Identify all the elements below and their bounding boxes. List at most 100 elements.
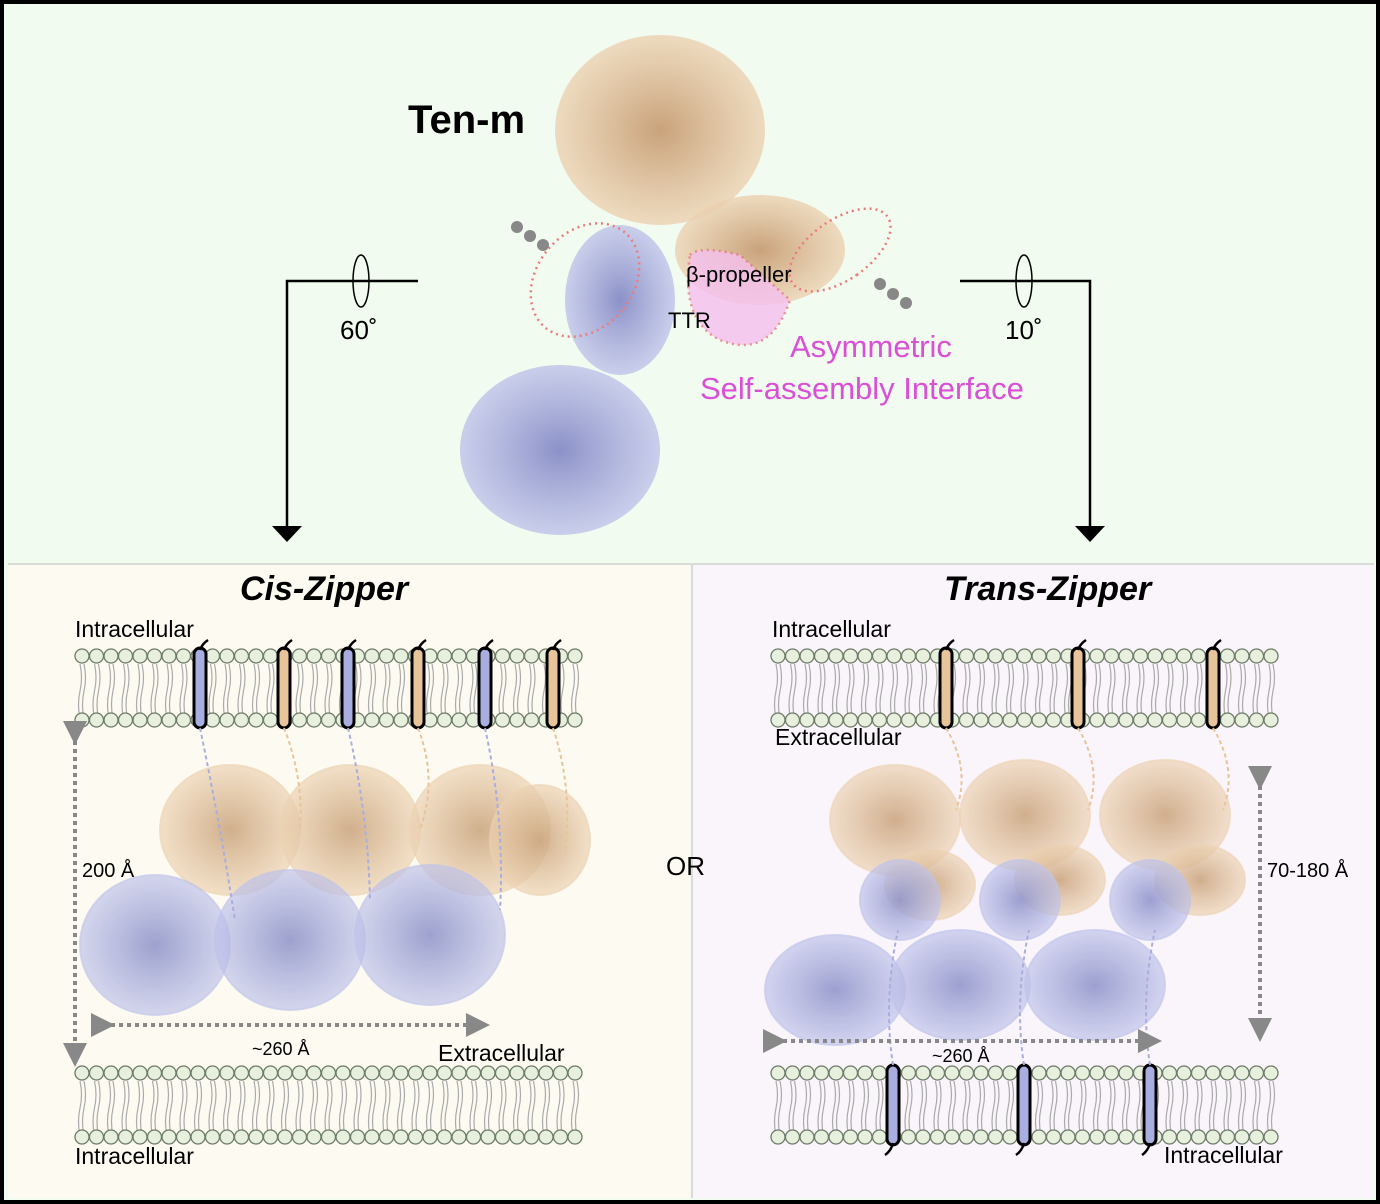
lipid-head xyxy=(161,1065,177,1081)
lipid-head xyxy=(1016,712,1033,728)
lipid-head xyxy=(987,1129,1004,1145)
lipid-head xyxy=(567,1129,583,1145)
lipid-tail xyxy=(1252,663,1261,719)
lipid-tail xyxy=(817,663,826,719)
lipid-tail xyxy=(875,663,884,719)
lipid-head xyxy=(88,1129,105,1145)
lipid-head xyxy=(74,1065,90,1081)
transmembrane-helix xyxy=(1205,646,1221,730)
lipid-head xyxy=(929,1065,946,1081)
lipid-tail xyxy=(1049,1080,1058,1136)
lipid-head xyxy=(900,648,917,664)
lipid-head xyxy=(175,712,192,728)
cytoplasmic-tail xyxy=(416,638,427,651)
lipid-head xyxy=(799,1129,815,1145)
trans-height-label: 70-180 Å xyxy=(1267,859,1349,882)
lipid-tail xyxy=(991,1080,1000,1136)
lipid-tail xyxy=(1266,663,1276,719)
lipid-head xyxy=(1132,712,1149,728)
lipid-head xyxy=(306,712,322,728)
lipid-head xyxy=(407,1129,424,1145)
lipid-tail xyxy=(1237,663,1247,719)
lipid-tail xyxy=(425,663,435,719)
lipid-head xyxy=(320,1065,337,1081)
lipid-head xyxy=(451,1065,467,1081)
lipid-head xyxy=(1161,712,1178,728)
lipid-tail xyxy=(121,663,130,719)
lipid-head xyxy=(1161,648,1178,664)
lipid-tail xyxy=(498,1080,507,1136)
lipid-head xyxy=(1118,648,1134,664)
lipid-head xyxy=(88,648,105,664)
lipid-head xyxy=(857,648,873,664)
lipid-tail xyxy=(1237,1080,1247,1136)
blue-protomer xyxy=(354,864,506,1006)
lipid-tail xyxy=(266,663,275,719)
lipid-head xyxy=(335,1129,351,1145)
lipid-tail xyxy=(1194,663,1203,719)
cytoplasmic-tail xyxy=(346,638,357,651)
lipid-tail xyxy=(933,1080,942,1136)
lipid-head xyxy=(915,1065,931,1081)
lipid-head xyxy=(364,648,380,664)
lipid-head xyxy=(393,648,409,664)
lipid-tail xyxy=(1136,663,1145,719)
lipid-head xyxy=(422,1129,438,1145)
lipid-tail xyxy=(367,1080,377,1136)
lipid-tail xyxy=(976,663,986,719)
lipid-head xyxy=(958,1065,975,1081)
transmembrane-helix xyxy=(340,646,356,730)
lipid-head xyxy=(1118,712,1134,728)
lipid-tail xyxy=(469,663,478,719)
lipid-head xyxy=(509,648,525,664)
lipid-head xyxy=(538,1129,554,1145)
lipid-head xyxy=(1016,648,1033,664)
lipid-tail xyxy=(353,1080,362,1136)
beta-propeller-label: β-propeller xyxy=(686,262,792,287)
lipid-tail xyxy=(846,1080,855,1136)
lipid-head xyxy=(567,1065,583,1081)
cytoplasmic-tail xyxy=(282,638,293,651)
lipid-head xyxy=(233,648,250,664)
lipid-tail xyxy=(1092,663,1102,719)
transmembrane-helix xyxy=(477,646,493,730)
lipid-head xyxy=(161,712,177,728)
lipid-tail xyxy=(527,663,536,719)
linker xyxy=(945,727,963,811)
lipid-head xyxy=(1089,1065,1105,1081)
lipid-head xyxy=(1031,648,1047,664)
lipid-head xyxy=(74,712,90,728)
cis-height-label: 200 Å xyxy=(82,859,135,882)
lipid-head xyxy=(1190,648,1207,664)
lipid-head xyxy=(944,1129,960,1145)
lipid-head xyxy=(175,1065,192,1081)
lipid-tail xyxy=(904,663,913,719)
lipid-tail xyxy=(179,663,188,719)
linker xyxy=(417,727,430,831)
lipid-head xyxy=(291,712,308,728)
lipid-tail xyxy=(193,1080,203,1136)
orange-protomer-barrel xyxy=(555,35,765,225)
linker xyxy=(347,727,371,901)
lipid-tail xyxy=(802,663,812,719)
lipid-head xyxy=(494,1065,511,1081)
lipid-head xyxy=(190,1065,206,1081)
lipid-tail xyxy=(773,1080,783,1136)
lipid-head xyxy=(480,1129,496,1145)
rotation-arrow-left xyxy=(272,254,418,542)
cytoplasmic-tail xyxy=(198,638,209,651)
lipid-head xyxy=(900,1129,917,1145)
transmembrane-helix xyxy=(410,646,426,730)
lipid-head xyxy=(1248,1065,1265,1081)
lipid-tail xyxy=(483,1080,493,1136)
lipid-tail xyxy=(454,1080,464,1136)
lipid-head xyxy=(1190,712,1207,728)
lipid-head xyxy=(436,1065,453,1081)
lipid-head xyxy=(1176,648,1192,664)
lipid-tail xyxy=(556,1080,565,1136)
lipid-head xyxy=(364,1065,380,1081)
linker xyxy=(199,727,236,921)
lipid-head xyxy=(291,1129,308,1145)
lipid-tail xyxy=(309,1080,319,1136)
lipid-head xyxy=(1103,1065,1120,1081)
